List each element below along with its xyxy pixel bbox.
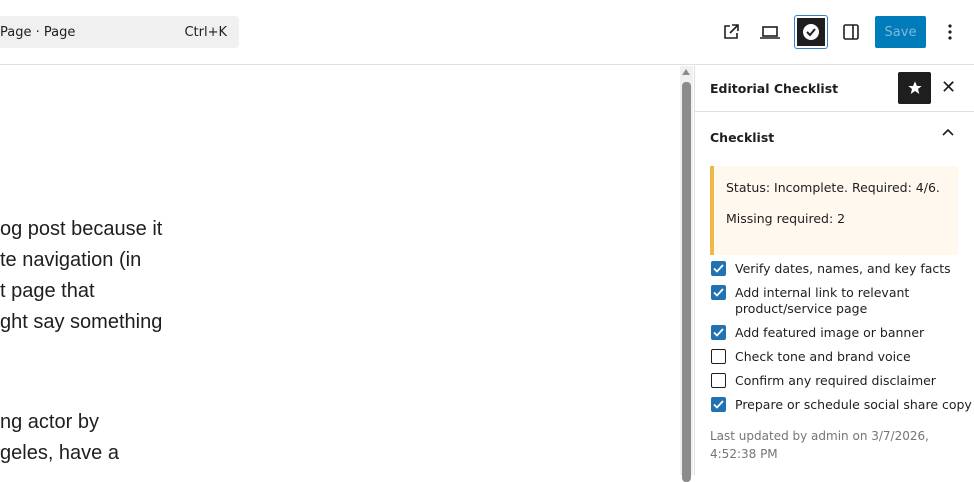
view-page-button[interactable] xyxy=(715,16,747,48)
checkmark-icon xyxy=(713,288,724,297)
panel-header: Editorial Checklist ✕ xyxy=(695,66,974,112)
save-button[interactable]: Save xyxy=(875,16,926,48)
status-notice: Status: Incomplete. Required: 4/6. Missi… xyxy=(710,166,958,255)
checklist-item[interactable]: Check tone and brand voice xyxy=(711,349,974,365)
options-menu-button[interactable] xyxy=(934,16,966,48)
checklist-item-label: Check tone and brand voice xyxy=(735,349,911,364)
checkmark-icon xyxy=(713,264,724,273)
paragraph-line: ng actor by xyxy=(0,411,99,433)
close-icon[interactable]: ✕ xyxy=(941,77,957,98)
paragraph-line: ght say something xyxy=(0,311,163,333)
paragraph-line: og post because it xyxy=(0,218,163,240)
preview-device-button[interactable] xyxy=(754,16,786,48)
checklist-item-label: Add internal link to relevant product/se… xyxy=(735,285,910,316)
checkbox[interactable] xyxy=(711,285,726,300)
checkbox[interactable] xyxy=(711,373,726,388)
shortcut-hint: Ctrl+K xyxy=(184,24,227,40)
editor-canvas[interactable]: og post because it te navigation (in t p… xyxy=(0,66,680,475)
chevron-up-icon xyxy=(942,128,954,136)
checkmark-icon xyxy=(713,400,724,409)
status-text: Status: Incomplete. Required: 4/6. xyxy=(726,180,940,195)
editorial-checklist-panel: Editorial Checklist ✕ Checklist Status: … xyxy=(694,66,974,475)
last-updated: Last updated by admin on 3/7/2026, 4:52:… xyxy=(710,429,929,461)
checklist-item[interactable]: Add internal link to relevant product/se… xyxy=(711,285,974,317)
checklist-section-toggle[interactable]: Checklist xyxy=(695,112,974,162)
more-vertical-icon xyxy=(948,24,952,40)
panel-title: Editorial Checklist xyxy=(710,81,839,96)
scroll-up-arrow[interactable] xyxy=(682,69,690,75)
command-palette-button[interactable]: Page · Page Ctrl+K xyxy=(0,16,239,48)
paragraph-line: geles, have a xyxy=(0,442,119,464)
checkmark-icon xyxy=(713,328,724,337)
check-circle-icon xyxy=(803,24,819,40)
sidebar-icon xyxy=(843,24,859,40)
checklist-item-label: Add featured image or banner xyxy=(735,325,925,340)
document-title: Page · Page xyxy=(0,24,76,40)
editorial-checklist-button[interactable] xyxy=(794,15,828,49)
canvas-scrollbar[interactable] xyxy=(680,66,693,482)
checklist-item-label: Confirm any required disclaimer xyxy=(735,373,936,388)
checkbox[interactable] xyxy=(711,261,726,276)
paragraph-line: t page that xyxy=(0,280,95,302)
checklist-item[interactable]: Confirm any required disclaimer xyxy=(711,373,974,389)
pin-plugin-button[interactable] xyxy=(898,72,931,104)
settings-sidebar-button[interactable] xyxy=(835,16,867,48)
checklist-item-label: Verify dates, names, and key facts xyxy=(735,261,951,276)
laptop-icon xyxy=(760,26,780,39)
checklist-item[interactable]: Add featured image or banner xyxy=(711,325,974,341)
section-title: Checklist xyxy=(710,129,775,145)
checkbox[interactable] xyxy=(711,349,726,364)
external-link-icon xyxy=(724,24,739,39)
scrollbar-thumb[interactable] xyxy=(682,82,691,482)
checklist-item[interactable]: Prepare or schedule social share copy xyxy=(711,397,974,413)
editor-header: Page · Page Ctrl+K Save xyxy=(0,0,974,65)
checkbox[interactable] xyxy=(711,397,726,412)
paragraph-line: te navigation (in xyxy=(0,249,142,271)
checklist-item-label: Prepare or schedule social share copy xyxy=(735,397,972,412)
star-icon xyxy=(907,81,922,94)
missing-text: Missing required: 2 xyxy=(726,211,846,226)
checkbox[interactable] xyxy=(711,325,726,340)
checklist-item[interactable]: Verify dates, names, and key facts xyxy=(711,261,974,277)
